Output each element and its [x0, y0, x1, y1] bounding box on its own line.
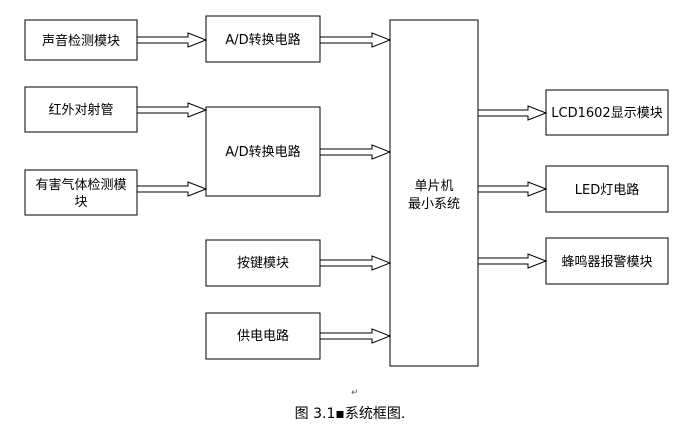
arrow-adc-mid-to-mcu — [319, 144, 392, 160]
ir-tube-block: 红外对射管 — [24, 86, 138, 133]
mcu-label-line1: 单片机 — [414, 179, 453, 194]
keys-module-label: 按键模块 — [237, 256, 289, 271]
adc-mid-label: A/D转换电路 — [225, 144, 300, 160]
mcu-label-line2: 最小系统 — [408, 197, 460, 212]
power-circuit-block: 供电电路 — [205, 312, 321, 360]
figure-caption: 图 3.1▪系统框图. — [295, 406, 406, 422]
adc-top-label: A/D转换电路 — [225, 32, 300, 48]
gas-detection-label-line2: 块 — [74, 195, 87, 210]
arrow-adc-top-to-mcu — [319, 32, 392, 48]
lcd-module-block: LCD1602显示模块 — [545, 89, 669, 136]
led-circuit-label: LED灯电路 — [575, 182, 639, 198]
adc-mid-block: A/D转换电路 — [205, 106, 321, 197]
arrow-sound-to-adc — [136, 32, 208, 48]
arrow-ir-to-adc — [136, 102, 208, 118]
arrow-gas-to-adc — [136, 181, 208, 197]
gas-detection-block: 有害气体检测模 块 — [24, 169, 138, 216]
power-circuit-label: 供电电路 — [237, 328, 289, 344]
arrow-mcu-to-lcd — [477, 105, 548, 121]
gas-detection-label-line1: 有害气体检测模 — [35, 177, 126, 193]
led-circuit-block: LED灯电路 — [545, 165, 669, 213]
sound-detection-label: 声音检测模块 — [42, 33, 120, 49]
buzzer-module-block: 蜂鸣器报警模块 — [545, 237, 669, 285]
ir-tube-label: 红外对射管 — [48, 102, 113, 118]
adc-top-block: A/D转换电路 — [205, 15, 321, 63]
arrow-power-to-mcu — [319, 328, 392, 344]
paragraph-mark: ↵ — [351, 388, 359, 398]
lcd-module-label: LCD1602显示模块 — [551, 106, 662, 121]
keys-module-block: 按键模块 — [205, 239, 321, 287]
arrow-mcu-to-led — [477, 181, 548, 197]
arrow-keys-to-mcu — [319, 255, 392, 271]
arrow-mcu-to-buzzer — [477, 253, 548, 269]
buzzer-module-label: 蜂鸣器报警模块 — [561, 254, 652, 270]
sound-detection-block: 声音检测模块 — [24, 19, 138, 61]
mcu-block: 单片机 最小系统 — [389, 19, 479, 367]
